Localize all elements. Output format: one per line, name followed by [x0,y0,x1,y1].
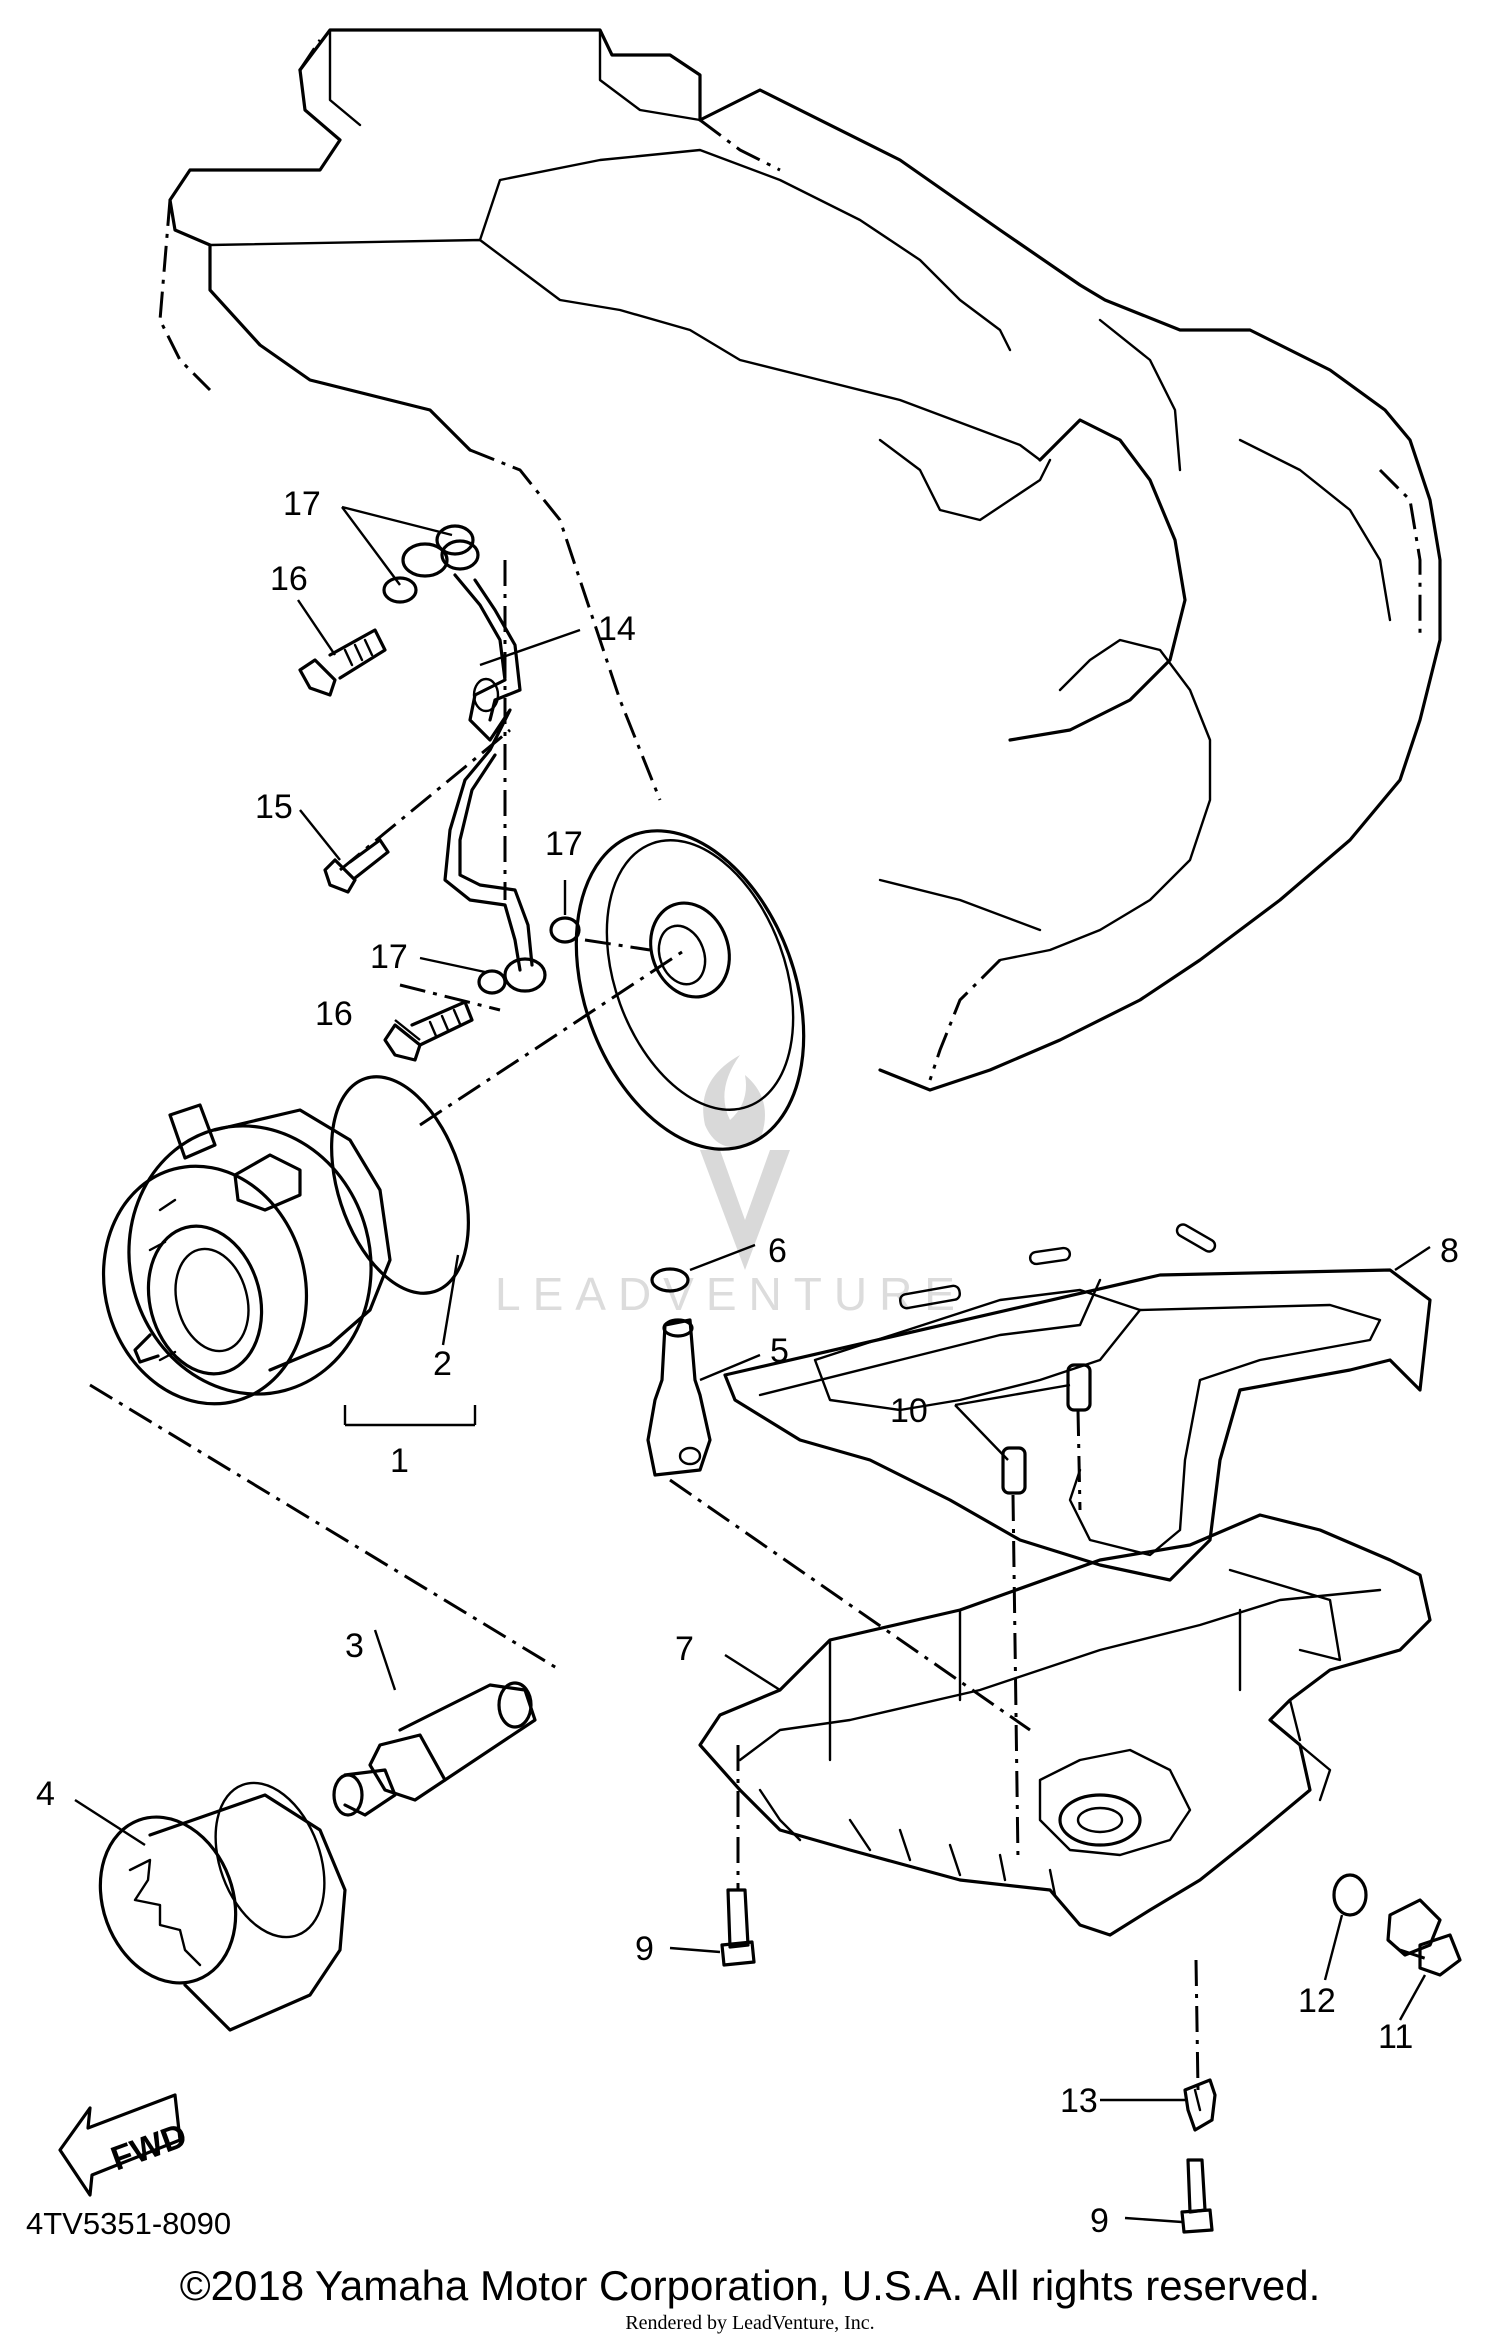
callout-12: 12 [1298,1982,1336,2020]
pan-bolt-left [720,1888,756,1967]
callout-7: 7 [675,1630,694,1668]
callout-17: 17 [283,485,321,523]
drain-bolt [1386,1898,1462,1977]
callout-6: 6 [768,1232,787,1270]
callout-16b: 16 [315,995,353,1033]
copyright-notice: ©2018 Yamaha Motor Corporation, U.S.A. A… [179,2262,1321,2309]
hose-bracket [1183,2078,1217,2132]
oil-cooler-assembly [101,1103,392,1406]
callout-9b: 9 [1090,2202,1109,2240]
callout-14: 14 [598,610,636,648]
assembly-lines [89,560,1431,2091]
watermark-text: LEADVENTURE [495,1268,967,1320]
drain-gasket [1332,1873,1368,1917]
oil-strainer-pipe [646,1318,712,1477]
union-bolt-upper [298,628,387,697]
small-o-ring [650,1267,690,1293]
callout-1: 1 [390,1442,409,1480]
callout-17c: 17 [370,938,408,976]
callout-3: 3 [345,1627,364,1665]
callout-4: 4 [36,1775,55,1813]
callout-17b: 17 [545,825,583,863]
callout-labels: 1 2 3 4 5 6 7 8 9 9 10 11 12 13 14 15 16… [36,485,1459,2240]
part-number: 4TV5351-8090 [26,2206,232,2241]
cooler-mount-boss [574,829,806,1151]
oil-filter-cartridge [98,1781,347,2032]
callout-16: 16 [270,560,308,598]
union-bolt-lower [383,1000,474,1062]
pan-bolt-lower [1180,2158,1214,2234]
oil-pipe-part [401,539,547,993]
callout-2: 2 [433,1345,452,1383]
callout-15: 15 [255,788,293,826]
fwd-label: FWD [106,2116,192,2178]
copper-washers [382,524,581,995]
forward-arrow-icon: FWD [58,2093,192,2197]
leadventure-watermark: LEADVENTURE [495,1055,967,1320]
leader-lines [74,505,1431,2224]
oil-pan-gasket [723,1223,1432,1582]
callout-5: 5 [770,1332,789,1370]
callout-9: 9 [635,1930,654,1968]
engine-block [158,28,1442,1092]
oil-filter-union-bolt [332,1681,537,1817]
callout-13: 13 [1060,2082,1098,2120]
callout-11: 11 [1378,2018,1413,2056]
o-ring [330,1075,470,1295]
bolt-15 [323,838,390,894]
rendered-by-note: Rendered by LeadVenture, Inc. [625,2312,875,2334]
callout-10: 10 [890,1392,928,1430]
callout-8: 8 [1440,1232,1459,1270]
oil-pan [698,1513,1432,1937]
